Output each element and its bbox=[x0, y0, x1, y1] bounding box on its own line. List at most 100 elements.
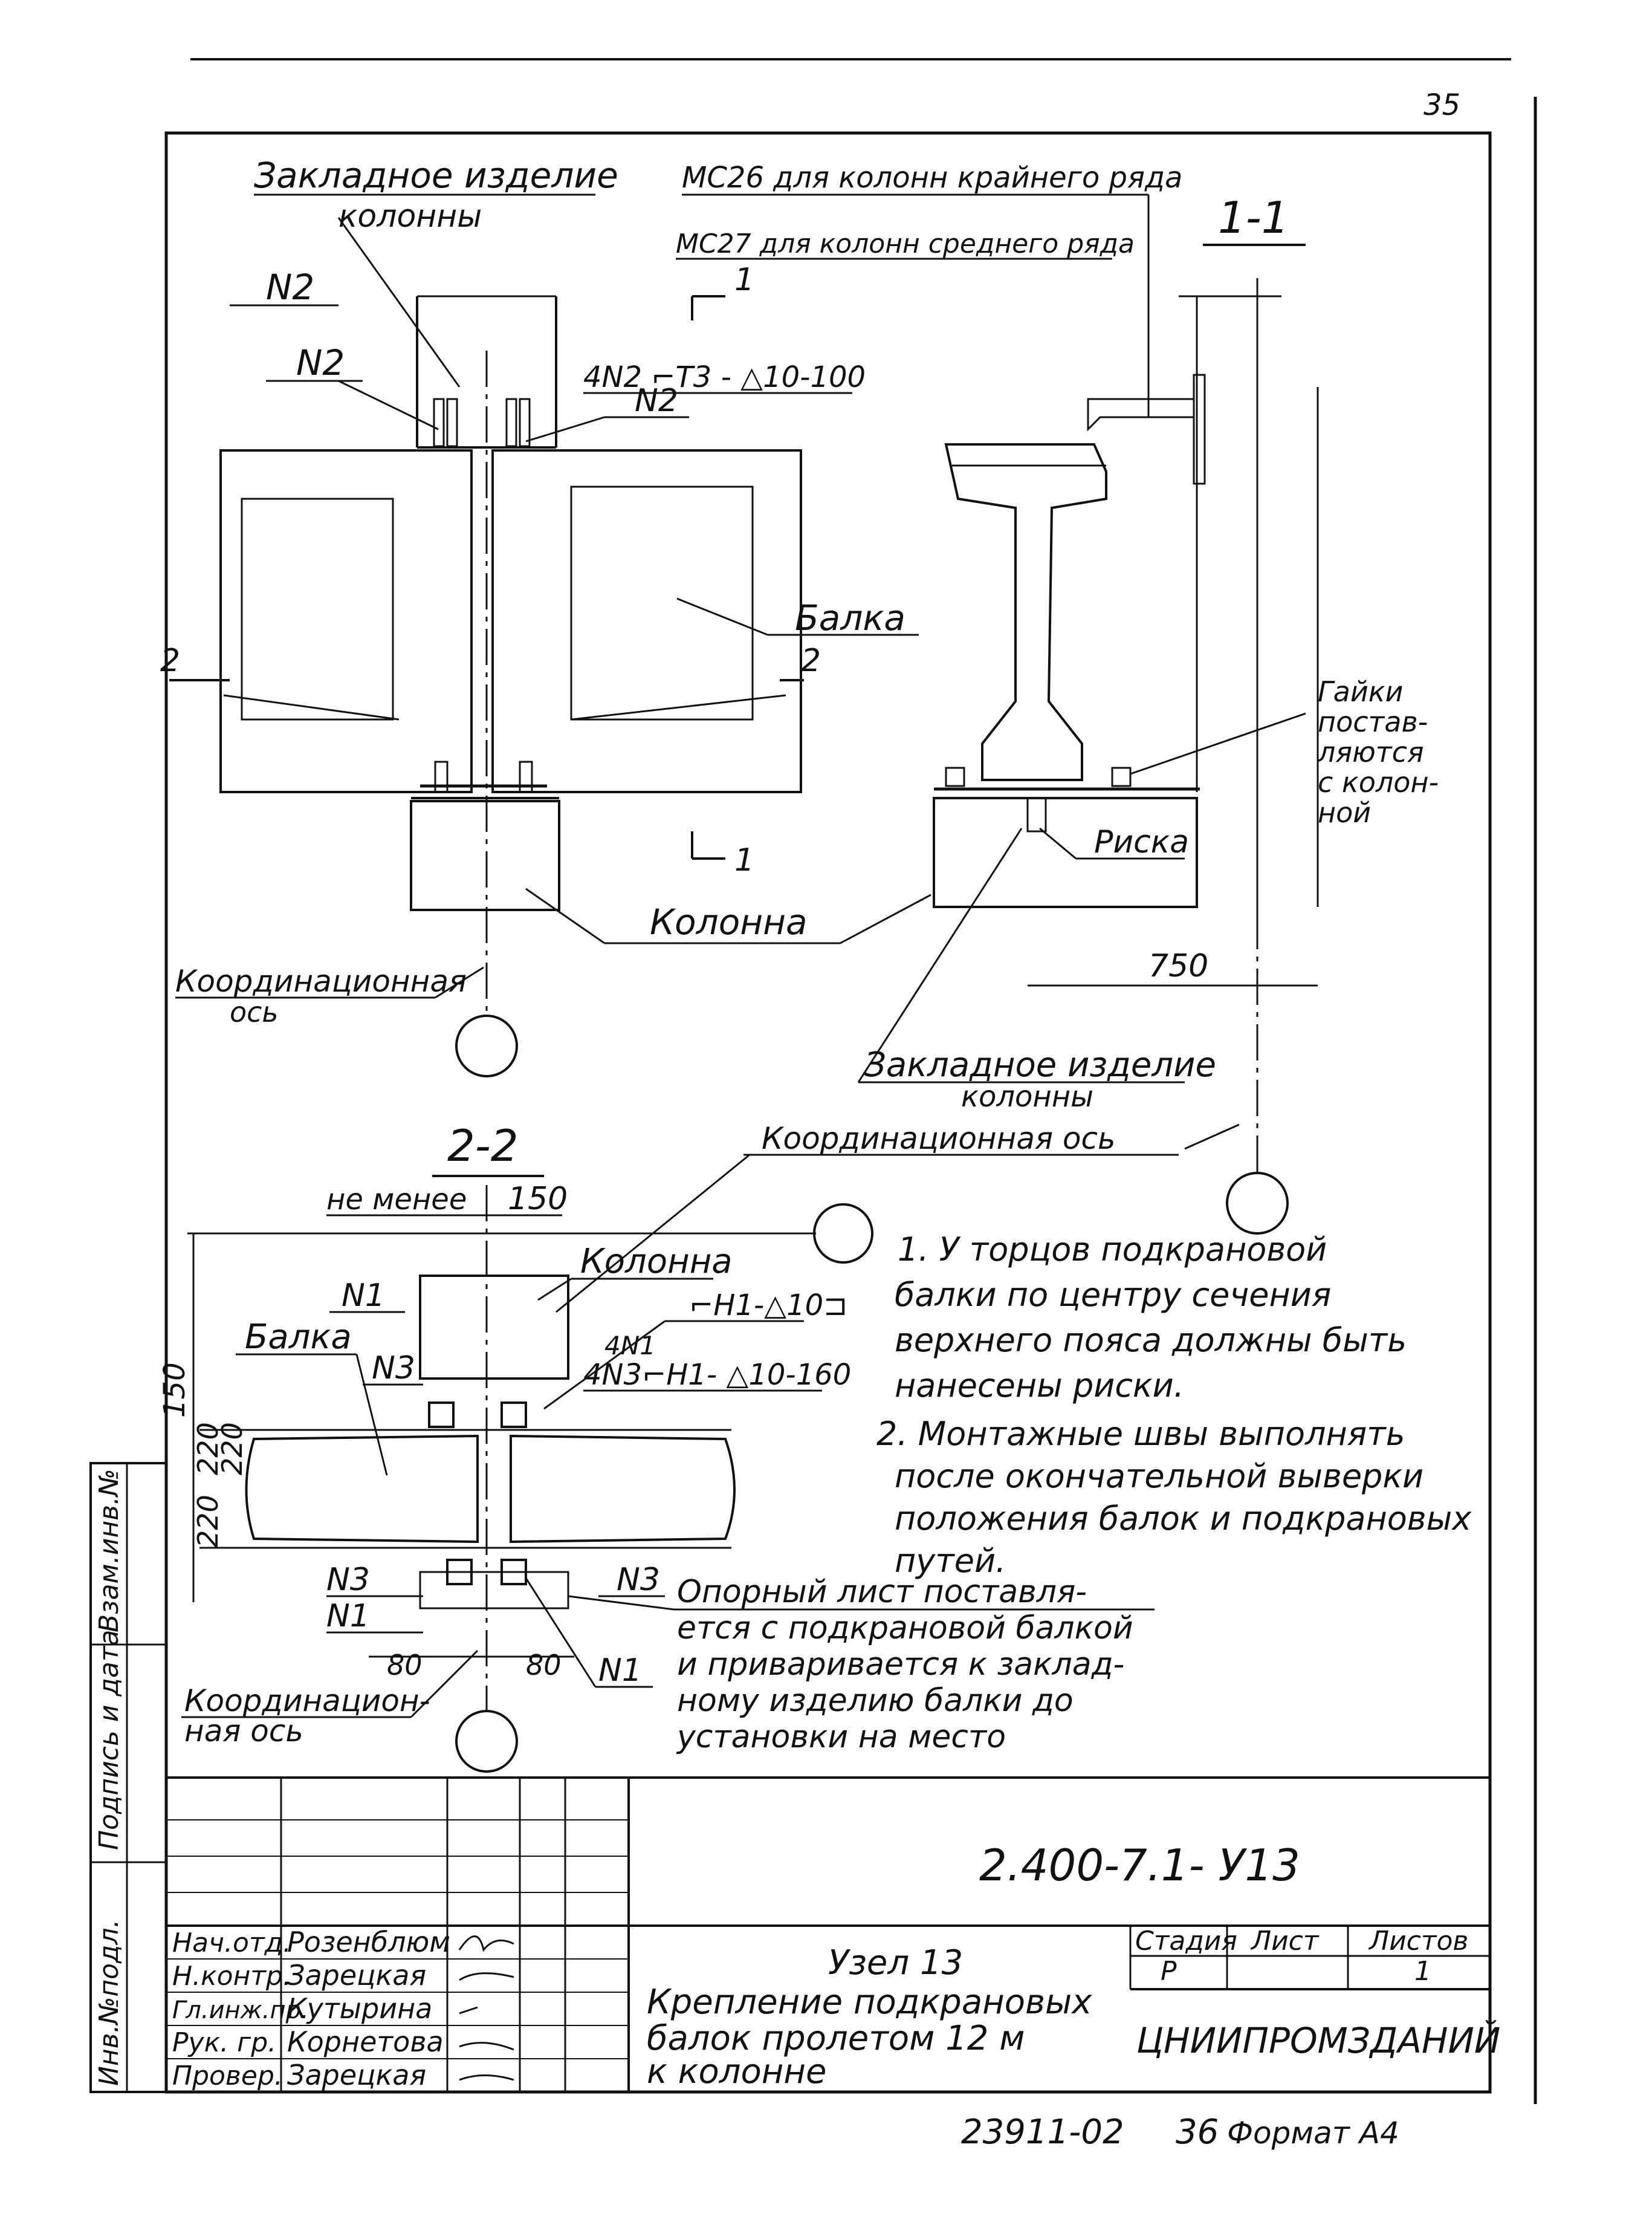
beam-leader bbox=[676, 597, 768, 636]
column-2-2-top bbox=[419, 1275, 569, 1380]
cut-2-left-label: 2 bbox=[160, 643, 180, 679]
support-note-leader bbox=[568, 1595, 675, 1611]
n2-label-b: N2 bbox=[296, 342, 345, 383]
name-4: Корнетова bbox=[287, 2025, 444, 2058]
dim-220-b: 220 bbox=[216, 1422, 248, 1475]
section-2-2: 2-2 не менее 150 Колонна N1 Балка N3 ⌐Н1… bbox=[158, 1120, 1155, 1773]
format-label: Формат А4 bbox=[1227, 2116, 1399, 2151]
dim-80-right: 80 bbox=[526, 1649, 562, 1681]
support-sheet bbox=[419, 1571, 569, 1609]
footer: 23911-02 36 Формат А4 bbox=[961, 2113, 1399, 2152]
nuts-leader bbox=[1130, 712, 1306, 775]
name-5: Зарецкая bbox=[287, 2059, 426, 2091]
inv-no-label: Инв.№подл. bbox=[94, 1919, 125, 2086]
beam-2-2-right bbox=[510, 1434, 736, 1544]
coord-axis-2-2-leader bbox=[410, 1649, 479, 1718]
dim-220-c: 220 bbox=[192, 1495, 224, 1548]
role-2: Н.контр. bbox=[172, 1961, 291, 1992]
coord-axis-leader bbox=[435, 966, 484, 999]
support-note-4: ному изделию балки до bbox=[677, 1683, 1074, 1719]
n1-bottom-right-label: N1 bbox=[598, 1652, 642, 1689]
replace-inv-label: Взам.инв.№ bbox=[94, 1469, 125, 1632]
nuts-label-5: ной bbox=[1318, 796, 1371, 829]
column-bottom bbox=[410, 800, 560, 911]
n1-bottom-right-leader bbox=[525, 1577, 597, 1687]
beam-left-web bbox=[241, 498, 394, 721]
weld-label: 4N2 ⌐Т3 - △10-100 bbox=[583, 360, 866, 394]
note-2-line4: путей. bbox=[895, 1542, 1006, 1580]
mc27-label: МС27 для колонн среднего ряда bbox=[676, 229, 1135, 259]
cut-2-right-label: 2 bbox=[801, 643, 821, 679]
beam-cross-section bbox=[944, 443, 1107, 781]
section-1-1-title: 1-1 bbox=[1218, 192, 1289, 243]
dim-80-left: 80 bbox=[387, 1649, 423, 1681]
mc26-bracket bbox=[1087, 398, 1195, 432]
note-1-line3: верхнего пояса должны быть bbox=[895, 1321, 1407, 1359]
coord-axis-label-line1: Координационная bbox=[175, 964, 467, 999]
signatures bbox=[458, 1935, 514, 2081]
drawing-title-4: к колонне bbox=[647, 2052, 826, 2091]
weld-2-prefix: 4N1 bbox=[604, 1331, 656, 1360]
dim-750: 750 bbox=[1148, 948, 1208, 984]
nuts-label-3: ляются bbox=[1317, 736, 1424, 768]
note-1-line2: балки по центру сечения bbox=[895, 1276, 1331, 1314]
mark-leader bbox=[1039, 827, 1077, 860]
bolt-left bbox=[945, 767, 965, 787]
role-3: Гл.инж.пр. bbox=[172, 1996, 309, 2024]
n1-bottom-left-label: N1 bbox=[326, 1598, 370, 1634]
n2-label-a: N2 bbox=[266, 267, 314, 308]
support-note-2: ется с подкрановой балкой bbox=[677, 1610, 1133, 1646]
sign-date-label: Подпись и дата bbox=[94, 1630, 125, 1850]
plate-top-left bbox=[428, 1401, 455, 1428]
coord-axis-bubble bbox=[455, 1015, 518, 1077]
section-2-2-title: 2-2 bbox=[447, 1120, 519, 1171]
plate-top-right bbox=[500, 1401, 527, 1428]
column-leader-a bbox=[525, 888, 605, 944]
mc26-plate bbox=[1193, 374, 1206, 485]
embedded-part-1-1-line1: Закладное изделие bbox=[864, 1045, 1216, 1085]
beam-right-haunch bbox=[571, 694, 786, 721]
coord-axis-1-1-bubble bbox=[1226, 1172, 1289, 1235]
bottom-bolts bbox=[420, 761, 547, 793]
embedded-part-label-line2: колонны bbox=[338, 198, 482, 235]
beam-left-haunch bbox=[223, 694, 400, 721]
coord-axis-2-2-line2: ная ось bbox=[184, 1713, 303, 1749]
n3-bottom-right-label: N3 bbox=[617, 1562, 660, 1598]
column-1-1 bbox=[933, 797, 1198, 908]
coord-axis-1-1-label: Координационная ось bbox=[762, 1121, 1115, 1156]
mark-plate bbox=[1026, 797, 1047, 833]
n1-top-label: N1 bbox=[342, 1278, 385, 1314]
coord-axis-label-line2: ось bbox=[230, 996, 279, 1028]
role-4: Рук. гр. bbox=[172, 2027, 276, 2058]
coord-axis-2-2-leader bbox=[556, 1154, 750, 1313]
column-2-2-label: Колонна bbox=[580, 1242, 733, 1281]
name-3: Кутырина bbox=[287, 1992, 432, 2025]
stage-header: Стадия bbox=[1135, 1926, 1237, 1957]
n2-label-c: N2 bbox=[635, 383, 678, 419]
coord-axis-2-2-line1: Координацион- bbox=[184, 1683, 430, 1718]
drawing-title-2: Крепление подкрановых bbox=[647, 1983, 1092, 2022]
column-2-2-leader bbox=[537, 1278, 572, 1301]
n3-top-label: N3 bbox=[372, 1350, 415, 1386]
beam-left bbox=[219, 449, 473, 793]
sheets-header: Листов bbox=[1368, 1926, 1468, 1957]
embedded-part-1-1-line2: колонны bbox=[961, 1080, 1093, 1114]
support-note-1: Опорный лист поставля- bbox=[677, 1574, 1087, 1610]
mc26-label: МС26 для колонн крайнего ряда bbox=[682, 161, 1182, 195]
column-leader-b bbox=[840, 894, 931, 944]
nuts-label-1: Гайки bbox=[1318, 675, 1403, 708]
sheet-frame bbox=[164, 131, 1492, 2094]
stage-value: Р bbox=[1161, 1956, 1177, 1987]
note-2-line3: положения балок и подкрановых bbox=[895, 1499, 1472, 1538]
mark-label: Риска bbox=[1094, 824, 1189, 860]
beam-2-2-left bbox=[245, 1434, 479, 1544]
support-note-5: установки на место bbox=[676, 1719, 1006, 1755]
sheet-no: 36 bbox=[1176, 2113, 1219, 2152]
n2-leader-c bbox=[525, 416, 605, 443]
organization: ЦНИИПРОМЗДАНИЙ bbox=[1136, 2019, 1500, 2061]
name-2: Зарецкая bbox=[287, 1959, 426, 1992]
nuts-label-4: с колон- bbox=[1318, 766, 1439, 799]
nuts-label-2: постав- bbox=[1318, 706, 1428, 738]
bolt-right bbox=[1111, 767, 1132, 787]
